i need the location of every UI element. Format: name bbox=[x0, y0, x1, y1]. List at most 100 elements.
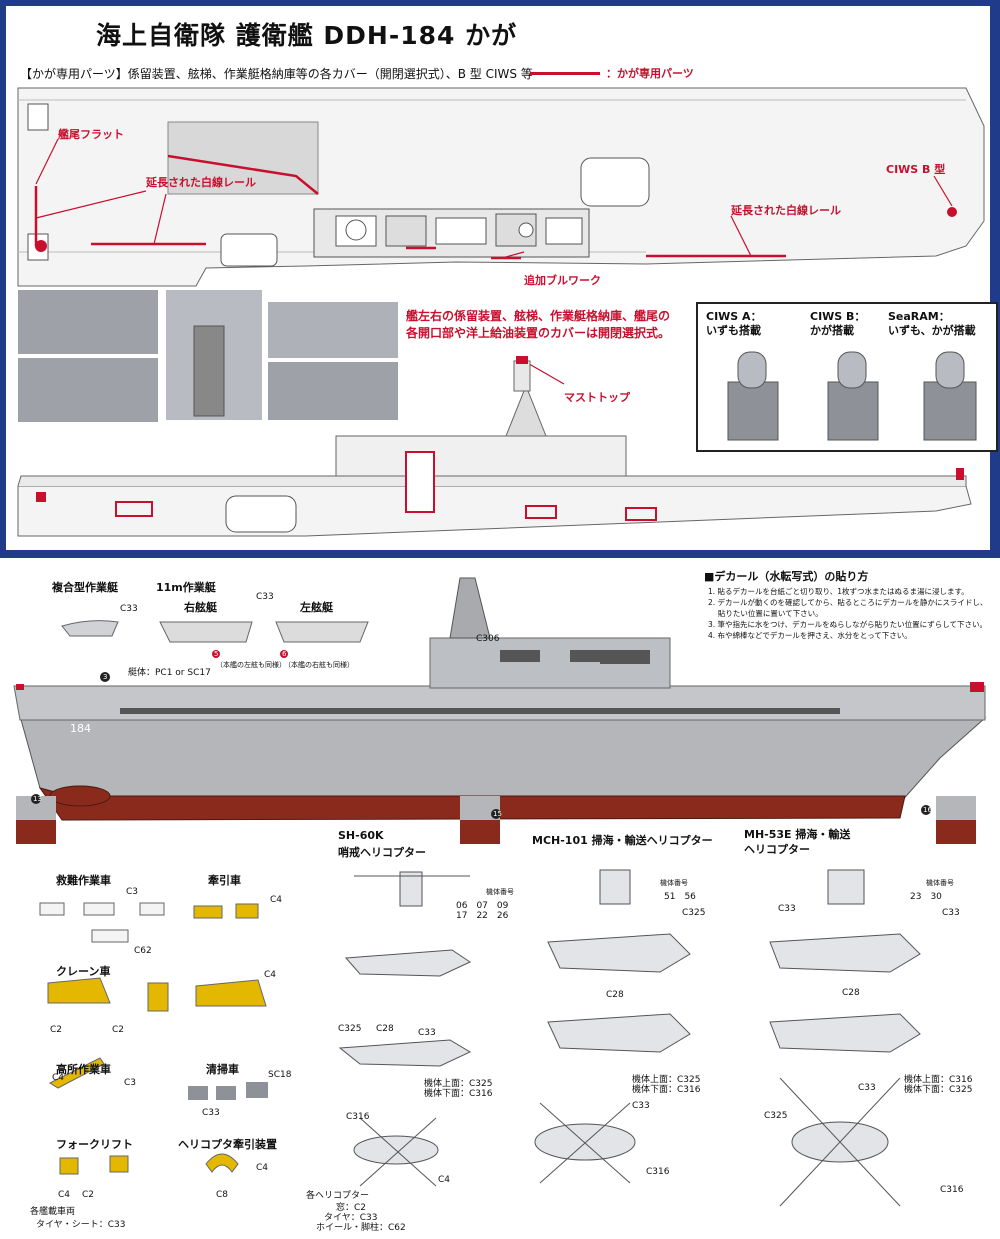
inset-boat-bay-1 bbox=[268, 302, 398, 358]
ship-side-profile bbox=[17, 356, 972, 537]
legend-label: ：かが専用パーツ bbox=[606, 67, 694, 80]
callout-stern-flat: 艦尾フラット bbox=[58, 128, 124, 141]
ciws-models bbox=[727, 351, 977, 441]
label-vehicles-common-2: タイヤ・シート：C33 bbox=[36, 1220, 126, 1230]
sh60k-number-label: 機体番号 bbox=[486, 888, 514, 896]
label-c33-boat: C33 bbox=[120, 604, 138, 614]
ciws-variants-box: CIWS A： いずも搭載 CIWS B： かが搭載 SeaRAM： いずも、か… bbox=[696, 302, 998, 452]
ciws-front-marker bbox=[947, 207, 957, 217]
callout-rail-right: 延長された白線レール bbox=[731, 204, 841, 217]
sh60k-upper: 機体上面：C325 bbox=[424, 1079, 493, 1089]
elevator-fwd bbox=[220, 233, 278, 267]
label-c3-high: C3 bbox=[124, 1078, 137, 1088]
ciws-a-label: CIWS A： いずも搭載 bbox=[706, 310, 762, 337]
label-sweeper-vehicle: 清掃車 bbox=[206, 1063, 239, 1076]
mch101-c28: C28 bbox=[606, 990, 624, 1000]
hull-color-swatches bbox=[16, 796, 976, 844]
mh53e-c33-3: C33 bbox=[858, 1083, 876, 1093]
composite-boat bbox=[61, 620, 119, 637]
mh53e-number-label: 機体番号 bbox=[926, 879, 954, 887]
label-c4-heli-tow: C4 bbox=[256, 1163, 269, 1173]
page-title: 海上自衛隊 護衛艦 DDH-184 かが bbox=[96, 21, 518, 50]
callout-ciws-b-type: CIWS B 型 bbox=[886, 163, 946, 176]
sh60k-numbers-row1: 06 07 09 bbox=[456, 901, 509, 911]
starboard-boat bbox=[159, 621, 253, 643]
special-parts-lines bbox=[34, 186, 786, 260]
covers-note-line-1: 艦左右の係留装置、舷梯、作業艇格納庫、艦尾の bbox=[406, 309, 671, 323]
label-c4-high: C4 bbox=[52, 1073, 65, 1083]
label-c8: C8 bbox=[216, 1190, 229, 1200]
mh53e-upper: 機体上面：C316 bbox=[904, 1075, 973, 1085]
label-c4-forklift: C4 bbox=[58, 1190, 71, 1200]
page-subtitle: 【かが専用パーツ】係留装置、舷梯、作業艇格納庫等の各カバー（開閉選択式）、B 型… bbox=[20, 67, 533, 81]
num-13: 13 bbox=[33, 795, 42, 803]
decal-step-4: 4. 布や綿棒などでデカールを押さえ、水分をとって下さい。 bbox=[708, 631, 912, 640]
inset-boat-bay-2 bbox=[268, 362, 398, 420]
decal-title: ■デカール（水転写式）の貼り方 bbox=[704, 570, 869, 583]
sh60k-c33: C33 bbox=[418, 1028, 436, 1038]
ciws-rear-marker bbox=[35, 240, 47, 252]
ciws-b-label: CIWS B： かが搭載 bbox=[810, 310, 866, 337]
label-starboard-boat: 右舷艇 bbox=[184, 601, 217, 614]
heli-common-3: タイヤ：C33 bbox=[324, 1213, 378, 1223]
num-6: 6 bbox=[282, 650, 287, 658]
mh53e-c316: C316 bbox=[940, 1185, 964, 1195]
label-rescue-vehicle: 救難作業車 bbox=[56, 874, 111, 887]
mh53e-numbers: 23 30 bbox=[910, 892, 942, 902]
inset-mooring-1 bbox=[18, 290, 158, 354]
label-c62-rescue: C62 bbox=[134, 946, 152, 956]
label-high-work-vehicle: 高所作業車 bbox=[56, 1063, 111, 1076]
heli-common-1: 各ヘリコプター bbox=[306, 1191, 370, 1201]
label-vehicles-common-1: 各艦載車両 bbox=[30, 1207, 76, 1217]
mch101-drawings bbox=[534, 869, 691, 1184]
callout-rail-left: 延長された白線レール bbox=[146, 176, 256, 189]
mch101-c316: C316 bbox=[646, 1167, 670, 1177]
label-c306: C306 bbox=[476, 634, 500, 644]
mh53e-drawings bbox=[769, 869, 921, 1207]
inset-mooring-2 bbox=[18, 358, 158, 422]
main-ship-side bbox=[13, 577, 987, 821]
label-c2-forklift: C2 bbox=[82, 1190, 95, 1200]
mch101-upper: 機体上面：C325 bbox=[632, 1075, 701, 1085]
label-starboard-note: （本艦の左舷も同様） bbox=[216, 661, 286, 669]
heli-common-4: ホイール・脚柱：C62 bbox=[316, 1223, 406, 1233]
decal-instructions: ■デカール（水転写式）の貼り方 1. 貼るデカールを台紙ごと切り取り、1枚ずつ水… bbox=[704, 568, 996, 658]
heli-common-2: 窓：C2 bbox=[336, 1203, 367, 1213]
mh53e-lower: 機体下面：C325 bbox=[904, 1085, 973, 1095]
mch101-numbers: 51 56 bbox=[664, 892, 696, 902]
covers-note-line-2: 各開口部や洋上給油装置のカバーは開閉選択式。 bbox=[406, 326, 671, 340]
sh60k-c4: C4 bbox=[438, 1175, 451, 1185]
label-c2-crane: C2 bbox=[50, 1025, 63, 1035]
label-tow-vehicle: 牽引車 bbox=[208, 874, 241, 887]
sh60k-c316: C316 bbox=[346, 1112, 370, 1122]
decal-step-1: 1. 貼るデカールを台紙ごと切り取り、1枚ずつ水またはぬるま湯に浸します。 bbox=[708, 587, 969, 596]
mch101-c325: C325 bbox=[682, 908, 706, 918]
searam-label: SeaRAM： いずも、かが搭載 bbox=[888, 310, 976, 337]
elevator-aft bbox=[580, 157, 650, 207]
mch101-number-label: 機体番号 bbox=[660, 879, 688, 887]
mh53e-c28: C28 bbox=[842, 988, 860, 998]
label-11m-boat: 11m作業艇 bbox=[156, 581, 216, 594]
label-heli-tow: ヘリコプタ牽引装置 bbox=[178, 1138, 277, 1151]
label-port-boat: 左舷艇 bbox=[300, 601, 333, 614]
decal-step-2b: 貼りたい位置に置いて下さい。 bbox=[708, 609, 823, 618]
mch101-lower: 機体下面：C316 bbox=[632, 1085, 701, 1095]
inset-deck-corner bbox=[167, 121, 319, 195]
callout-bulwark: 追加ブルワーク bbox=[524, 274, 601, 287]
legend-swatch bbox=[530, 72, 600, 75]
mh53e-c325: C325 bbox=[764, 1111, 788, 1121]
label-hull-note: 艇体：PC1 or SC17 bbox=[128, 668, 211, 678]
num-5: 5 bbox=[214, 650, 219, 658]
mh53e-name: MH-53E 掃海・輸送 bbox=[744, 828, 851, 841]
decal-step-2: 2. デカールが動くのを確認してから、貼るところにデカールを静かにスライドし、 bbox=[708, 598, 988, 607]
hull-number: 184 bbox=[70, 722, 91, 735]
ship-plan-drawing bbox=[17, 87, 985, 537]
sh60k-lower: 機体下面：C316 bbox=[424, 1089, 493, 1099]
sh60k-drawings bbox=[338, 871, 472, 1187]
label-c4-tow: C4 bbox=[270, 895, 283, 905]
sh60k-c28: C28 bbox=[376, 1024, 394, 1034]
num-3: 3 bbox=[103, 673, 108, 681]
label-crane-vehicle: クレーン車 bbox=[56, 965, 111, 978]
label-c4-crane: C4 bbox=[264, 970, 277, 980]
mch101-c33: C33 bbox=[632, 1101, 650, 1111]
